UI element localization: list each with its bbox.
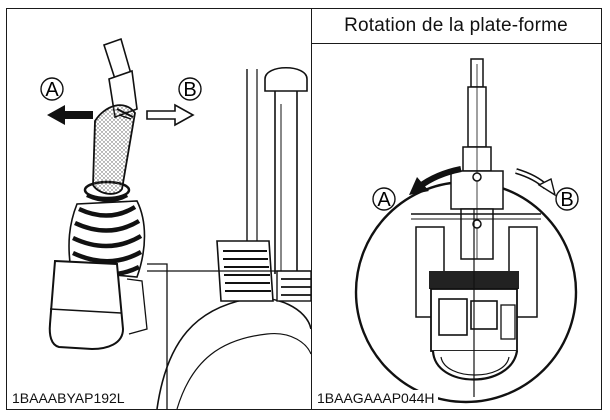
label-a-text: A (377, 189, 391, 211)
lever-illustration: A B (40, 37, 311, 409)
label-a-text: A (45, 79, 59, 101)
label-a-badge: A (372, 187, 396, 211)
rotate-right-arrow-icon (515, 168, 557, 197)
label-b-text: B (183, 79, 196, 101)
excavator-topview-illustration: A B (354, 58, 579, 404)
arrow-a-icon (47, 105, 93, 125)
lever-figure-panel: A B 1BAAABYAP192L (7, 9, 312, 409)
excavator-body (429, 209, 519, 397)
label-b-text: B (560, 189, 573, 211)
rotation-figure-panel: Rotation de la plate-forme (311, 9, 601, 409)
excavator-boom (450, 58, 504, 260)
lever-icon (92, 37, 138, 195)
figure-code: 1BAAGAAAP044H (315, 390, 438, 406)
figure-frame: A B 1BAAABYAP192L Rotation de la plate-f… (6, 8, 602, 410)
label-b-badge: B (555, 187, 579, 211)
figure-code: 1BAAABYAP192L (10, 390, 128, 406)
label-a-badge: A (40, 77, 64, 101)
label-b-badge: B (178, 77, 202, 101)
figure-title: Rotation de la plate-forme (311, 9, 601, 44)
arrow-b-icon (146, 103, 195, 127)
rotate-left-arrow-icon (409, 166, 462, 195)
